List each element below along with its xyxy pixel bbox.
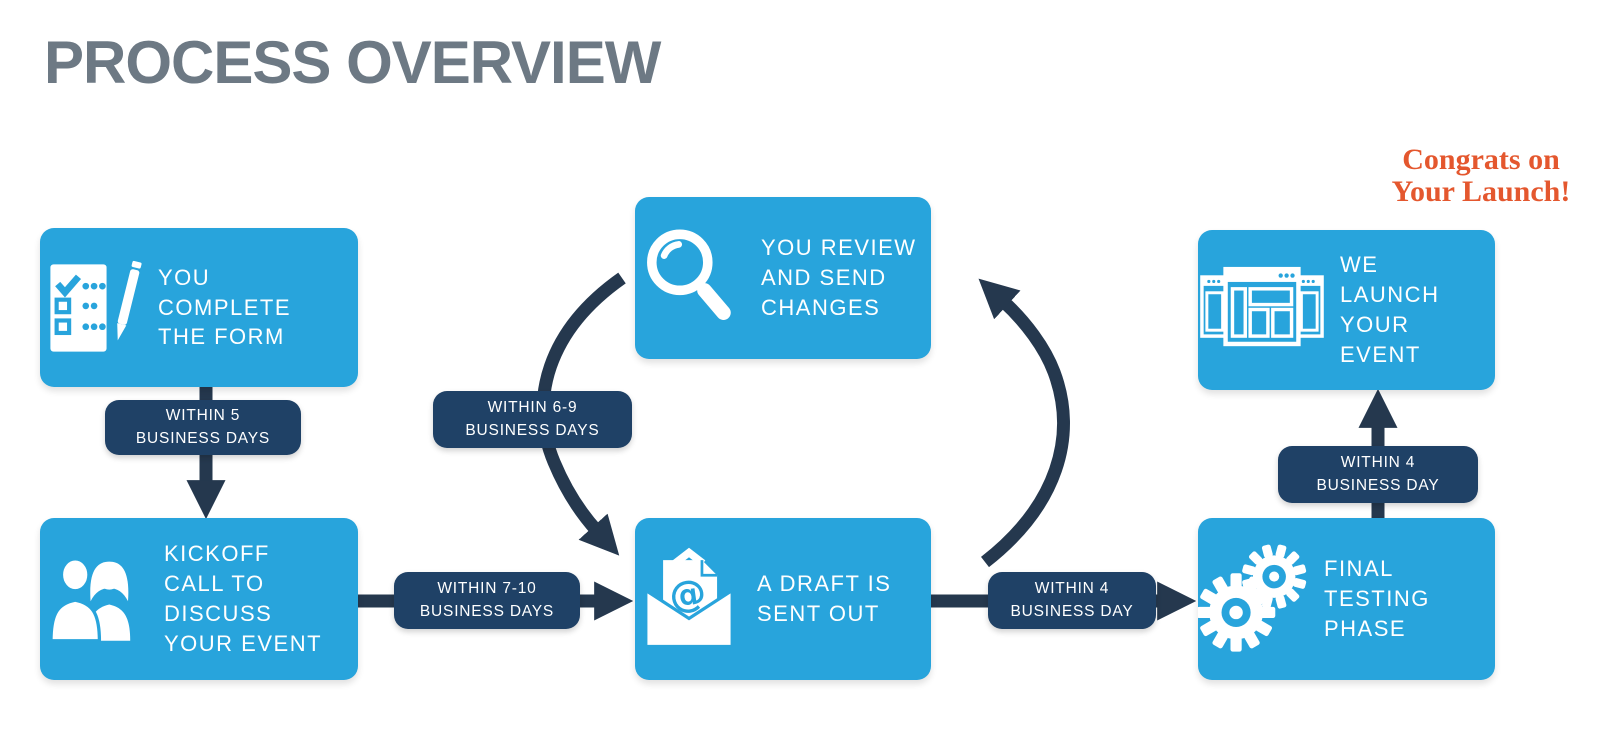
step-label: A DRAFT IS SENT OUT	[757, 571, 892, 626]
browser-windows-icon	[1198, 263, 1326, 357]
step-box-draft-sent: @ A DRAFT IS SENT OUT	[635, 518, 931, 680]
congrats-text: Congrats on Your Launch!	[1391, 143, 1571, 209]
step-label: YOU COMPLETE THE FORM	[158, 264, 292, 350]
step-box-launch-event: WE LAUNCH YOUR EVENT	[1198, 230, 1495, 390]
step-box-final-testing: FINAL TESTING PHASE	[1198, 518, 1495, 680]
step-box-complete-form: YOU COMPLETE THE FORM	[40, 228, 358, 387]
magnifier-icon	[635, 222, 747, 334]
gears-icon	[1198, 543, 1310, 655]
duration-pill-within-7-10-business-days: WITHIN 7-10 BUSINESS DAYS	[394, 572, 580, 629]
people-icon	[40, 544, 150, 654]
duration-pill-within-4-business-day-up: WITHIN 4 BUSINESS DAY	[1278, 446, 1478, 503]
checklist-pen-icon	[40, 256, 144, 360]
duration-pill-within-5-business-days: WITHIN 5 BUSINESS DAYS	[105, 400, 301, 455]
duration-pill-within-4-business-day-right: WITHIN 4 BUSINESS DAY	[988, 572, 1156, 629]
step-box-review-changes: YOU REVIEW AND SEND CHANGES	[635, 197, 931, 359]
step-label: WE LAUNCH YOUR EVENT	[1340, 252, 1440, 367]
step-label: FINAL TESTING PHASE	[1324, 556, 1430, 641]
arrow-draft-to-review-curve	[978, 278, 1070, 568]
envelope-at-icon: @	[635, 545, 743, 653]
step-label: YOU REVIEW AND SEND CHANGES	[761, 235, 917, 320]
page-title: PROCESS OVERVIEW	[44, 29, 661, 96]
step-box-kickoff-call: KICKOFF CALL TO DISCUSS YOUR EVENT	[40, 518, 358, 680]
duration-pill-within-6-9-business-days: WITHIN 6-9 BUSINESS DAYS	[433, 391, 632, 448]
step-label: KICKOFF CALL TO DISCUSS YOUR EVENT	[164, 541, 323, 656]
